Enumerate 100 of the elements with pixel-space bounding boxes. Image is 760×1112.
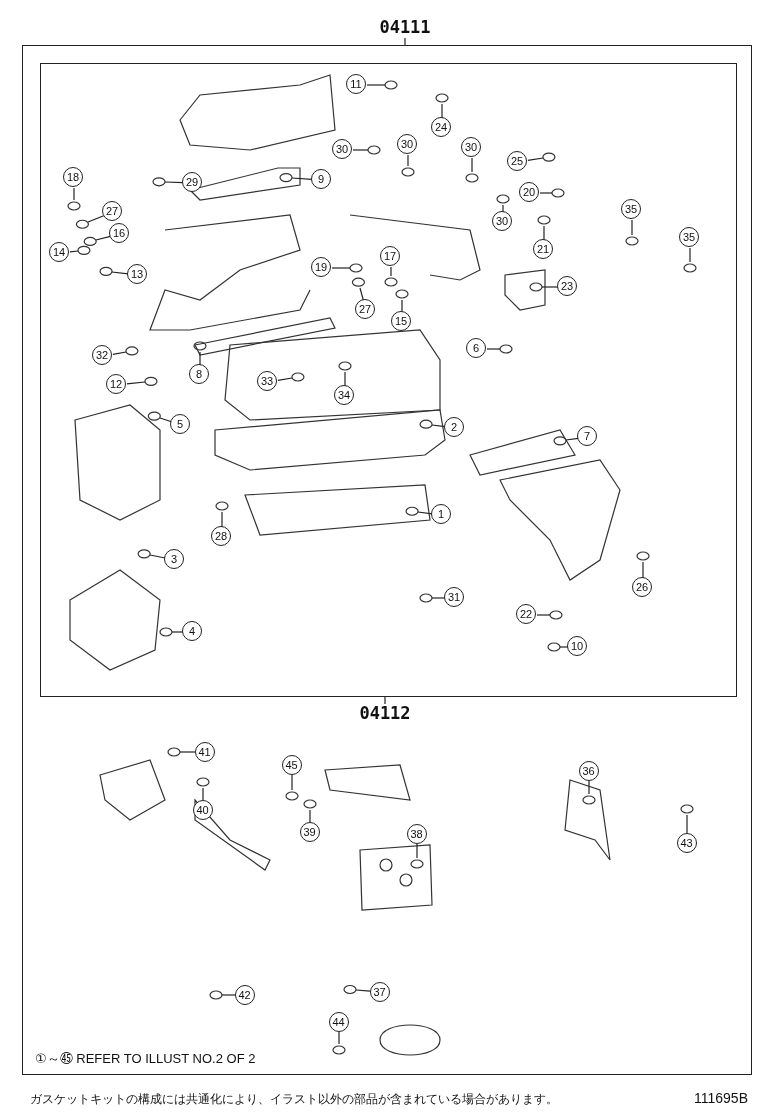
leader-line <box>539 192 553 194</box>
callout-number: 22 <box>516 604 536 624</box>
drawing-number: 111695B <box>694 1090 748 1106</box>
leader-line <box>416 843 418 859</box>
leader-line <box>309 809 311 823</box>
callout-number: 35 <box>621 199 641 219</box>
callout-number: 28 <box>211 526 231 546</box>
part-number-heading: 04111 <box>379 17 431 37</box>
callout-number: 45 <box>281 754 302 775</box>
leader-line <box>179 751 196 753</box>
callout-number: 32 <box>92 345 112 365</box>
callout-number: 30 <box>461 137 481 157</box>
leader-line <box>171 631 184 633</box>
leader-line <box>149 554 166 559</box>
leader-line <box>112 351 127 355</box>
note-text: ①～㊺ REFER TO ILLUST NO.2 OF 2 <box>35 1050 256 1068</box>
callout-number: 29 <box>182 172 202 192</box>
callout-number: 30 <box>332 139 352 159</box>
leader-line <box>417 511 433 515</box>
leader-line <box>631 219 633 236</box>
leader-line <box>87 215 105 223</box>
callout-number: 11 <box>346 74 366 94</box>
callout-number: 17 <box>380 246 400 266</box>
leader-line <box>689 247 691 263</box>
callout-number: 27 <box>355 299 375 319</box>
callout-number: 8 <box>189 364 209 384</box>
leader-line <box>221 994 236 996</box>
callout-number: 30 <box>397 134 417 154</box>
kit-subframe <box>39 62 737 697</box>
callout-number: 1 <box>431 504 451 524</box>
leader-line <box>164 181 184 184</box>
leader-line <box>221 511 223 528</box>
leader-line <box>588 780 590 795</box>
callout-number: 2 <box>444 417 464 437</box>
leader-line <box>355 989 371 992</box>
callout-number: 37 <box>369 981 390 1002</box>
leader-line <box>126 381 146 385</box>
callout-number: 38 <box>406 823 427 844</box>
callout-number: 33 <box>257 371 277 391</box>
callout-number: 5 <box>170 414 190 434</box>
leader-line <box>202 787 204 801</box>
leader-line <box>686 814 688 834</box>
leader-line <box>559 646 569 648</box>
callout-number: 30 <box>492 211 512 231</box>
callout-number: 36 <box>578 760 599 781</box>
callout-number: 15 <box>391 311 411 331</box>
callout-number: 39 <box>299 821 320 842</box>
callout-number: 35 <box>679 227 699 247</box>
leader-line <box>111 271 129 275</box>
callout-number: 42 <box>234 984 255 1005</box>
callout-number: 24 <box>431 117 451 137</box>
callout-number: 13 <box>127 264 147 284</box>
leader-line <box>291 177 313 180</box>
leader-line <box>366 84 386 86</box>
leader-line <box>390 266 392 277</box>
callout-number: 31 <box>444 587 464 607</box>
leader-line <box>277 377 293 381</box>
leader-line <box>642 561 644 579</box>
callout-number: 26 <box>632 577 652 597</box>
callout-number: 3 <box>164 549 184 569</box>
callout-number: 23 <box>557 276 577 296</box>
leader-line <box>199 351 201 366</box>
leader-line <box>502 204 504 213</box>
leader-line <box>159 417 173 423</box>
callout-number: 12 <box>106 374 126 394</box>
leader-line <box>401 299 403 313</box>
leader-line <box>359 287 364 301</box>
callout-number: 14 <box>49 242 69 262</box>
callout-number: 25 <box>507 151 527 171</box>
leader-line <box>471 157 473 173</box>
leader-line <box>344 371 346 387</box>
callout-number: 20 <box>519 182 539 202</box>
leader-line <box>331 267 351 269</box>
leader-line <box>407 154 409 167</box>
leader-line <box>565 437 579 441</box>
callout-number: 4 <box>182 621 202 641</box>
callout-number: 43 <box>676 832 697 853</box>
leader-line <box>527 157 544 161</box>
callout-number: 10 <box>567 636 587 656</box>
leader-line <box>352 149 369 151</box>
callout-number: 16 <box>109 223 129 243</box>
callout-number: 44 <box>328 1011 349 1032</box>
leader-line <box>73 187 75 201</box>
callout-number: 18 <box>63 167 83 187</box>
leader-line <box>541 286 559 288</box>
callout-number: 21 <box>533 239 553 259</box>
callout-number: 6 <box>466 338 486 358</box>
leader-line <box>543 225 545 241</box>
leader-line <box>441 103 443 119</box>
leader-line <box>431 597 446 599</box>
callout-number: 9 <box>311 169 331 189</box>
part-number-heading: 04112 <box>359 703 411 723</box>
leader-line <box>431 424 446 428</box>
callout-number: 41 <box>194 741 215 762</box>
kit-frame <box>22 45 752 1075</box>
leader-line <box>486 348 501 350</box>
leader-line <box>69 250 79 253</box>
callout-number: 7 <box>577 426 597 446</box>
note-text: ガスケットキットの構成には共通化により、イラスト以外の部品が含まれている場合があります。 <box>30 1091 558 1108</box>
leader-line <box>338 1031 340 1045</box>
